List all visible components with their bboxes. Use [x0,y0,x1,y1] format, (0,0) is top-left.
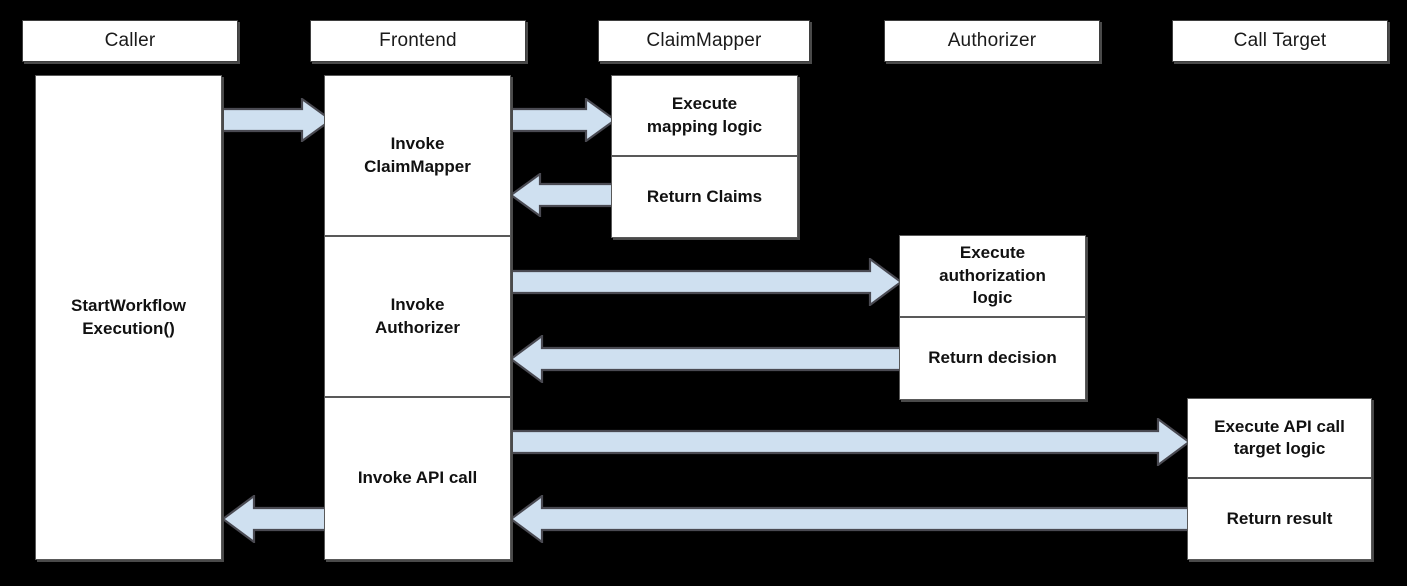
activation-calltarget-return[interactable]: Return result [1187,478,1372,560]
activation-calltarget-execute[interactable]: Execute API call target logic [1187,398,1372,478]
activation-authorizer-execute-line-2: logic [972,288,1013,308]
activation-claimmapper-return-line-0: Return Claims [646,186,763,206]
activation-caller-start-line-0: StartWorkflow [71,296,186,316]
activation-frontend-invoke-authorizer-line-0: Invoke [390,295,445,315]
activation-claimmapper-execute-line-1: mapping logic [646,116,763,136]
message-arrow-frontend-to-authorizer[interactable] [510,258,902,306]
activation-frontend-invoke-claimmapper-line-0: Invoke [390,134,445,154]
lifeline-header-calltarget-label: Call Target [1233,30,1327,51]
activation-claimmapper-execute-line-0: Execute [671,94,738,114]
activation-claimmapper-execute[interactable]: Execute mapping logic [611,75,798,156]
activation-authorizer-execute-line-1: authorization [939,265,1046,285]
message-arrow-authorizer-to-frontend[interactable] [510,335,902,383]
activation-calltarget-execute-line-0: Execute API call [1214,416,1345,436]
activation-frontend-invoke-claimmapper[interactable]: Invoke ClaimMapper [324,75,511,236]
activation-frontend-invoke-authorizer-line-1: Authorizer [375,317,460,337]
message-arrow-frontend-to-caller[interactable] [222,495,332,543]
message-arrow-caller-to-frontend[interactable] [222,98,332,142]
lifeline-header-frontend-label: Frontend [379,30,457,51]
lifeline-header-caller-label: Caller [104,30,156,51]
activation-frontend-invoke-api-call[interactable]: Invoke API call [324,397,511,560]
activation-claimmapper-return[interactable]: Return Claims [611,156,798,238]
lifeline-header-claimmapper-label: ClaimMapper [646,30,762,51]
activation-frontend-invoke-api-call-line-0: Invoke API call [357,468,478,488]
activation-caller-start-line-1: Execution() [82,318,175,338]
lifeline-header-calltarget[interactable]: Call Target [1172,20,1388,62]
message-arrow-frontend-to-claimmapper[interactable] [510,98,616,142]
activation-authorizer-return-line-0: Return decision [928,348,1057,368]
activation-frontend-invoke-claimmapper-line-1: ClaimMapper [364,156,471,176]
lifeline-header-caller[interactable]: Caller [22,20,238,62]
activation-calltarget-return-line-0: Return result [1226,508,1333,528]
activation-caller-start[interactable]: StartWorkflow Execution() [35,75,222,560]
activation-authorizer-execute[interactable]: Execute authorization logic [899,235,1086,317]
activation-authorizer-execute-line-0: Execute [959,243,1026,263]
message-arrow-calltarget-to-frontend[interactable] [510,495,1190,543]
lifeline-header-frontend[interactable]: Frontend [310,20,526,62]
lifeline-header-authorizer[interactable]: Authorizer [884,20,1100,62]
message-arrow-frontend-to-calltarget[interactable] [510,418,1190,466]
activation-calltarget-execute-line-1: target logic [1233,439,1326,458]
message-arrow-claimmapper-to-frontend[interactable] [510,173,616,217]
lifeline-header-authorizer-label: Authorizer [947,30,1037,51]
lifeline-header-claimmapper[interactable]: ClaimMapper [598,20,810,62]
activation-authorizer-return[interactable]: Return decision [899,317,1086,400]
activation-frontend-invoke-authorizer[interactable]: Invoke Authorizer [324,236,511,397]
